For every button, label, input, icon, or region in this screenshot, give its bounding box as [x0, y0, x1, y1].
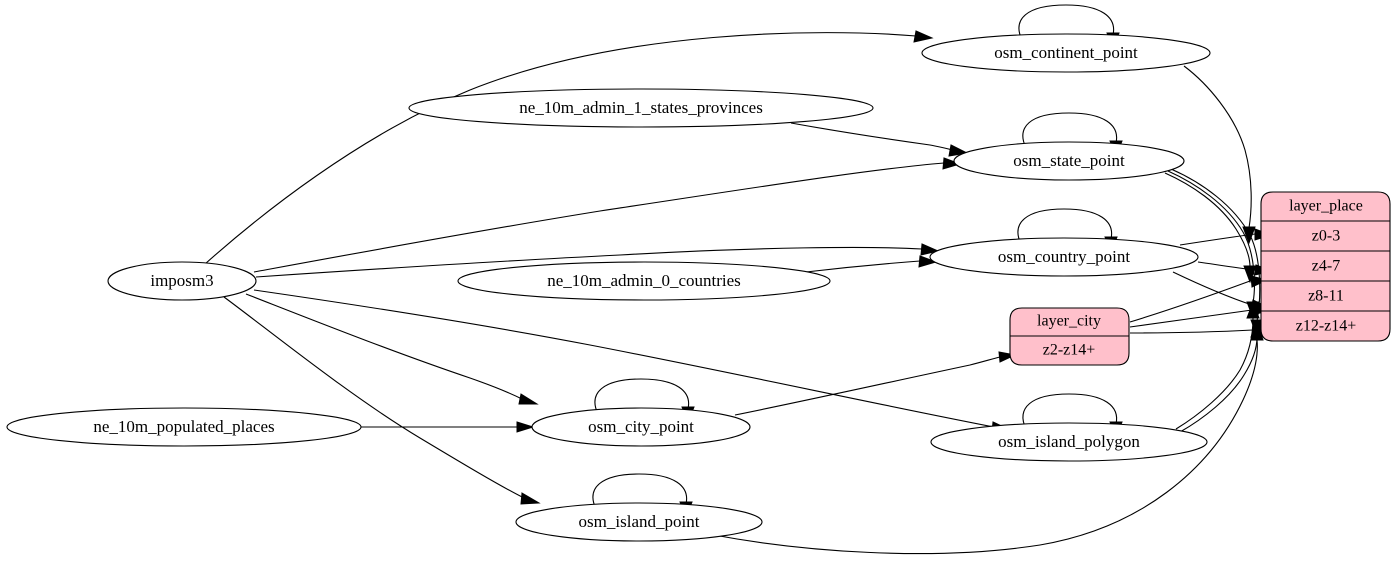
- edge-imposm3-to-osm-state-point: [253, 157, 962, 273]
- edge-layer-city-to-layer-place-2: [1129, 304, 1270, 328]
- node-ne-10m-admin-0-countries[interactable]: ne_10m_admin_0_countries: [457, 261, 831, 301]
- node-osm-island-polygon[interactable]: osm_island_polygon: [930, 422, 1208, 462]
- edge-osm-continent-point-to-layer-place: [1183, 65, 1256, 245]
- edge-osm-island-polygon-to-layer-place-z12: [1179, 319, 1264, 433]
- edge-imposm3-to-osm-island-point: [223, 296, 541, 505]
- edge-osm-island-polygon-to-layer-place-z8: [1175, 300, 1260, 430]
- edge-imposm3-to-osm-city-point: [245, 293, 539, 405]
- node-osm-country-point[interactable]: osm_country_point: [929, 237, 1199, 277]
- edge-ne-countries-to-osm-country-point: [805, 255, 938, 273]
- node-osm-island-point[interactable]: osm_island_point: [515, 502, 763, 542]
- edge-layer-city-to-layer-place-1: [1129, 275, 1269, 323]
- node-layer-city[interactable]: layer_city z2-z14+: [1009, 307, 1130, 366]
- edge-osm-country-point-to-layer-place-z0: [1179, 228, 1273, 246]
- edge-osm-city-point-to-layer-city: [734, 351, 1017, 416]
- edge-imposm3-to-osm-country-point: [255, 243, 940, 278]
- edge-ne-states-to-osm-state-point: [790, 122, 969, 157]
- node-osm-city-point[interactable]: osm_city_point: [531, 407, 751, 447]
- node-imposm3[interactable]: imposm3: [107, 261, 257, 301]
- node-ne-10m-admin-1-states-provinces[interactable]: ne_10m_admin_1_states_provinces: [408, 88, 874, 128]
- edge-ne-populated-to-osm-city-point: [361, 421, 535, 433]
- node-layer: imposm3 ne_10m_admin_1_states_provinces …: [6, 33, 1391, 542]
- node-osm-continent-point[interactable]: osm_continent_point: [921, 33, 1211, 73]
- node-ne-10m-populated-places[interactable]: ne_10m_populated_places: [6, 407, 362, 447]
- edge-layer-city-to-layer-place-3: [1129, 324, 1271, 336]
- node-layer-place[interactable]: layer_place z0-3 z4-7 z8-11 z12-z14+: [1260, 191, 1391, 342]
- node-osm-state-point[interactable]: osm_state_point: [953, 141, 1185, 181]
- edge-imposm3-to-osm-continent-point: [204, 30, 934, 265]
